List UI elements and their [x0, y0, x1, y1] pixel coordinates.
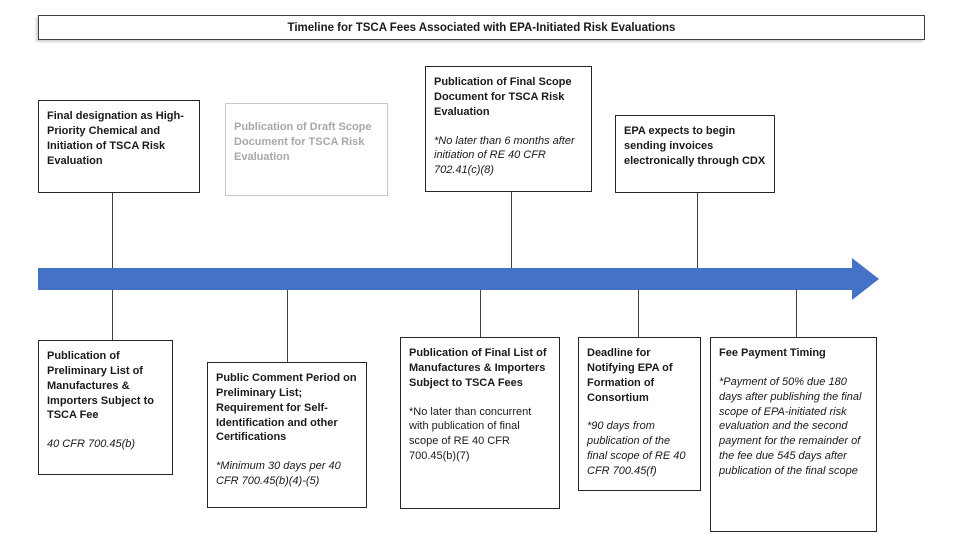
event-box-final-list: Publication of Final List of Manufacture… [400, 337, 560, 509]
event-note: *No later than concurrent with publicati… [409, 405, 532, 463]
connector-line [112, 193, 113, 268]
event-box-cdx-invoices: EPA expects to begin sending invoices el… [615, 115, 775, 193]
event-box-consortium-deadline: Deadline for Notifying EPA of Formation … [578, 337, 701, 491]
event-heading: Fee Payment Timing [719, 347, 826, 359]
event-heading: Publication of Final List of Manufacture… [409, 347, 547, 389]
event-note: *90 days from publication of the final s… [587, 420, 686, 477]
event-note: 40 CFR 700.45(b) [47, 438, 136, 451]
event-heading: Public Comment Period on Preliminary Lis… [216, 372, 357, 444]
event-heading: Publication of Preliminary List of Manuf… [47, 350, 154, 422]
timeline-arrow-shaft [38, 268, 852, 290]
event-note: *Minimum 30 days per 40 CFR 700.45(b)(4)… [216, 460, 341, 488]
timeline-arrow-head [852, 258, 879, 300]
event-heading: Publication of Final Scope Document for … [434, 76, 572, 118]
event-heading: Deadline for Notifying EPA of Formation … [587, 347, 673, 404]
event-heading: EPA expects to begin sending invoices el… [624, 125, 766, 167]
event-box-draft-scope: Publication of Draft Scope Document for … [225, 103, 388, 196]
connector-line [697, 193, 698, 268]
connector-line [112, 290, 113, 340]
connector-line [287, 290, 288, 362]
diagram-title: Timeline for TSCA Fees Associated with E… [38, 15, 925, 40]
event-heading: Final designation as High-Priority Chemi… [47, 110, 184, 167]
event-note: *Payment of 50% due 180 days after publi… [719, 375, 862, 477]
connector-line [511, 192, 512, 268]
event-box-final-designation: Final designation as High-Priority Chemi… [38, 100, 200, 193]
event-box-preliminary-list: Publication of Preliminary List of Manuf… [38, 340, 173, 475]
event-box-final-scope: Publication of Final Scope Document for … [425, 66, 592, 192]
connector-line [480, 290, 481, 337]
event-heading: Publication of Draft Scope Document for … [234, 121, 372, 163]
event-box-public-comment: Public Comment Period on Preliminary Lis… [207, 362, 367, 508]
event-note: *No later than 6 months after initiation… [434, 134, 575, 177]
connector-line [638, 290, 639, 337]
connector-line [796, 290, 797, 337]
event-box-fee-payment: Fee Payment Timing *Payment of 50% due 1… [710, 337, 877, 532]
